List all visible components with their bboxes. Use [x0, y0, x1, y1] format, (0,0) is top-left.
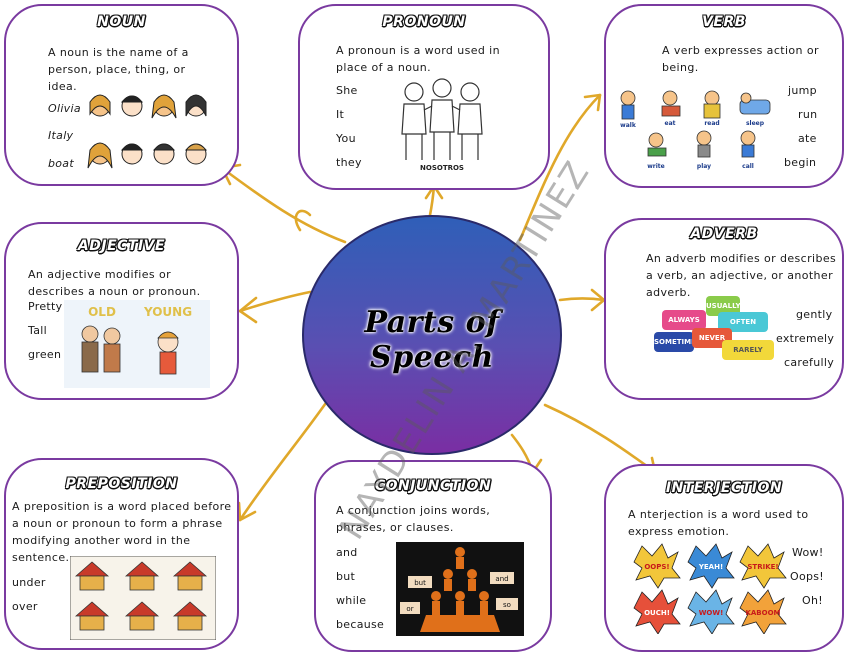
- bubble-rarely: RARELY: [722, 340, 774, 360]
- pyramid-label-so: so: [503, 601, 511, 609]
- pyramid-label-and: and: [495, 575, 508, 583]
- pronoun-example-1: She: [336, 84, 358, 97]
- card-adverb: ADVERB An adverb modifies or describes a…: [604, 218, 844, 400]
- verb-label-eat: eat: [665, 120, 676, 127]
- arrow-head-verb: [583, 93, 602, 112]
- arrow-head-adjective: [238, 296, 258, 324]
- verb-label-sleep: sleep: [746, 120, 765, 127]
- verb-label-read: read: [704, 120, 719, 127]
- arrow-to-interjection: [543, 403, 657, 474]
- card-pronoun: PRONOUN A pronoun is a word used in plac…: [298, 4, 550, 190]
- friends-caption: NOSOTROS: [420, 164, 464, 172]
- burst-ouch: OUCH!: [644, 609, 670, 617]
- adverb-example-3: carefully: [784, 356, 835, 369]
- interjection-example-2: Oops!: [790, 570, 825, 583]
- center-circle: Parts of Speech: [302, 215, 562, 455]
- noun-example-2: Italy: [48, 129, 74, 142]
- pronoun-title: PRONOUN: [382, 14, 466, 30]
- card-verb: VERB A verb expresses action or being. j…: [604, 4, 844, 188]
- adjective-label-old: OLD: [88, 305, 116, 319]
- burst-strike: STRIKE!: [747, 563, 778, 571]
- pronoun-example-4: they: [336, 156, 362, 169]
- bubble-sometimes: SOMETIMES: [654, 332, 701, 352]
- verb-label-play: play: [697, 163, 711, 170]
- conjunction-example-3: while: [336, 594, 367, 607]
- card-interjection: INTERJECTION A nterjection is a word use…: [604, 464, 844, 652]
- noun-definition: A noun is the name of a person, place, t…: [48, 46, 189, 93]
- comic-bursts-image: OOPS! YEAH! STRIKE! OUCH! WOW! KABOOM: [633, 543, 787, 634]
- interjection-example-1: Wow!: [792, 546, 824, 559]
- verb-example-2: run: [798, 108, 818, 121]
- arrow-to-preposition: [238, 398, 330, 522]
- burst-yeah: YEAH!: [698, 563, 723, 571]
- verb-label-write: write: [647, 163, 665, 170]
- noun-title: NOUN: [97, 14, 146, 30]
- conjunction-example-4: because: [336, 618, 385, 631]
- card-preposition: PREPOSITION A preposition is a word plac…: [4, 458, 239, 650]
- adjective-example-3: green: [28, 348, 62, 361]
- verb-actions-image: walk eat read sleep write play call: [620, 90, 771, 170]
- verb-title: VERB: [702, 14, 746, 30]
- burst-oops: OOPS!: [644, 563, 669, 571]
- card-adjective: ADJECTIVE An adjective modifies or descr…: [4, 222, 239, 400]
- pronoun-example-3: You: [336, 132, 356, 145]
- people-faces-image: [87, 94, 208, 169]
- doghouse-image: [70, 556, 216, 640]
- adjective-label-young: YOUNG: [143, 305, 192, 319]
- verb-definition: A verb expresses action or being.: [662, 44, 819, 74]
- interjection-definition: A nterjection is a word used to express …: [628, 508, 809, 538]
- preposition-example-1: under: [12, 576, 46, 589]
- conjunction-title: CONJUNCTION: [374, 478, 492, 494]
- verb-example-1: jump: [788, 84, 817, 97]
- adjective-example-1: Pretty: [28, 300, 63, 313]
- interjection-title: INTERJECTION: [665, 480, 783, 496]
- arrow-to-adverb: [558, 297, 606, 302]
- noun-example-3: boat: [48, 157, 74, 170]
- noun-example-1: Olivia: [48, 102, 81, 115]
- adverb-example-1: gently: [796, 308, 833, 321]
- pronoun-definition: A pronoun is a word used in place of a n…: [336, 44, 500, 74]
- pyramid-label-or: or: [406, 605, 413, 613]
- burst-kaboom: KABOOM: [745, 609, 780, 617]
- pronoun-example-2: It: [336, 108, 345, 121]
- adjective-example-2: Tall: [28, 324, 47, 337]
- center-title: Parts of Speech: [364, 305, 500, 375]
- adverb-definition: An adverb modifies or describes a verb, …: [646, 252, 837, 299]
- friends-image: NOSOTROS: [401, 78, 483, 172]
- card-noun: NOUN A noun is the name of a person, pla…: [4, 4, 239, 186]
- burst-wow: WOW!: [699, 609, 724, 617]
- adverb-example-2: extremely: [776, 332, 835, 345]
- conjunction-example-1: and: [336, 546, 358, 559]
- adjective-title: ADJECTIVE: [77, 238, 166, 254]
- pyramid-label-but: but: [414, 579, 426, 587]
- pyramid-figures-image: but and or so: [396, 542, 524, 636]
- adjective-definition: An adjective modifies or describes a nou…: [28, 268, 201, 298]
- verb-label-walk: walk: [620, 122, 637, 129]
- conjunction-definition: A conjunction joins words, phrases, or c…: [336, 504, 491, 534]
- interjection-example-3: Oh!: [802, 594, 823, 607]
- adverb-title: ADVERB: [690, 226, 758, 242]
- preposition-example-2: over: [12, 600, 38, 613]
- conjunction-example-2: but: [336, 570, 356, 583]
- verb-example-4: begin: [784, 156, 817, 169]
- arrow-curl-noun: [294, 209, 312, 232]
- verb-label-call: call: [742, 163, 754, 170]
- old-young-image: OLD YOUNG: [64, 300, 210, 388]
- verb-example-3: ate: [798, 132, 817, 145]
- arrow-to-adjective: [238, 290, 312, 313]
- preposition-title: PREPOSITION: [65, 476, 178, 492]
- bubble-usually: USUALLY: [706, 296, 741, 316]
- arrow-to-verb: [518, 93, 602, 242]
- arrow-to-noun: [220, 166, 347, 244]
- card-conjunction: CONJUNCTION A conjunction joins words, p…: [314, 460, 552, 652]
- preposition-definition: A preposition is a word placed before a …: [12, 500, 232, 564]
- bubble-always: ALWAYS: [662, 310, 706, 330]
- bubble-often: OFTEN: [718, 312, 768, 332]
- arrow-head-preposition: [237, 501, 257, 522]
